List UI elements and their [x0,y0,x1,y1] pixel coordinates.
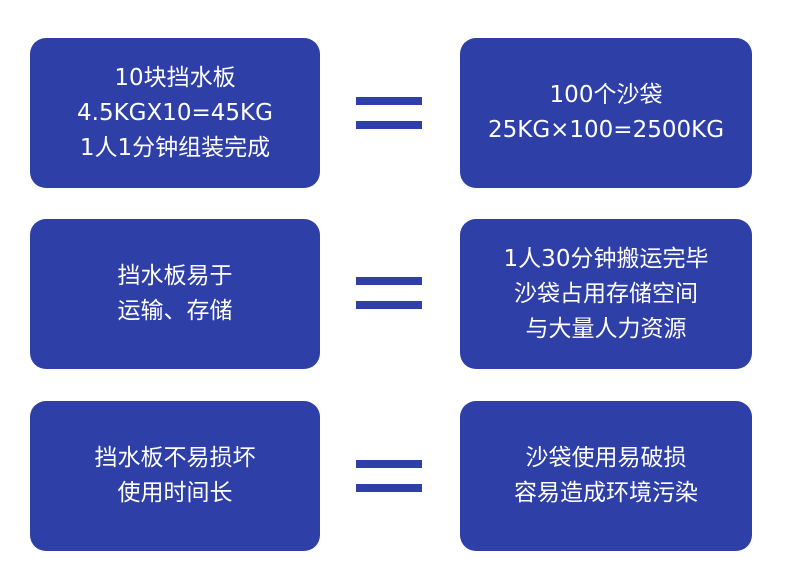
box-text-line: 容易造成环境污染 [514,480,698,506]
equals-sign-1 [356,97,422,129]
water-barrier-box-3: 挡水板不易损坏 使用时间长 [30,401,320,551]
equals-sign-3 [356,460,422,492]
box-text-line: 运输、存储 [117,298,233,324]
equals-sign-2 [356,277,422,309]
box-text-line: 沙袋使用易破损 [525,445,687,471]
box-text-line: 100个沙袋 [549,82,663,108]
equals-bar-top [356,460,422,468]
sandbag-box-2: 1人30分钟搬运完毕 沙袋占用存储空间 与大量人力资源 [460,219,752,369]
box-text-line: 挡水板易于 [117,263,233,289]
sandbag-box-1: 100个沙袋 25KG×100=2500KG [460,38,752,188]
equals-bar-bottom [356,301,422,309]
box-text-line: 1人1分钟组装完成 [79,134,271,161]
box-text-line: 与大量人力资源 [525,315,687,342]
equals-bar-top [356,277,422,285]
box-text-line: 10块挡水板 [114,64,236,91]
box-text-line: 沙袋占用存储空间 [514,280,698,307]
equals-bar-bottom [356,484,422,492]
sandbag-box-3: 沙袋使用易破损 容易造成环境污染 [460,401,752,551]
box-text-line: 4.5KGX10=45KG [77,99,273,126]
equals-bar-bottom [356,121,422,129]
water-barrier-box-1: 10块挡水板 4.5KGX10=45KG 1人1分钟组装完成 [30,38,320,188]
equals-bar-top [356,97,422,105]
box-text-line: 1人30分钟搬运完毕 [503,245,709,272]
box-text-line: 挡水板不易损坏 [94,445,256,471]
box-text-line: 25KG×100=2500KG [487,117,725,143]
water-barrier-box-2: 挡水板易于 运输、存储 [30,219,320,369]
box-text-line: 使用时间长 [117,480,233,506]
